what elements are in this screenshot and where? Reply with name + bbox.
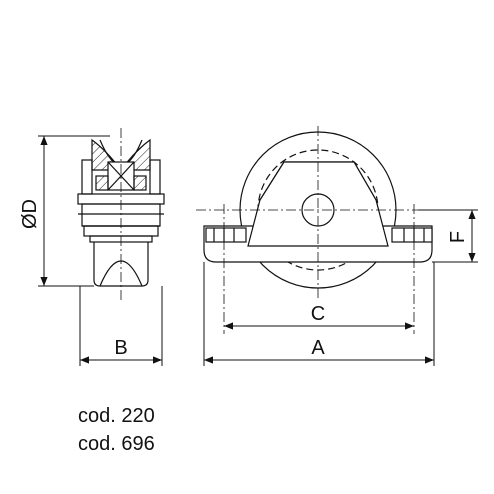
mounting-hole-left	[205, 227, 247, 243]
height-label: F	[447, 231, 469, 243]
hub-left	[95, 175, 109, 191]
overall-length-dimension	[203, 262, 435, 366]
side-plate-right	[149, 159, 161, 195]
height-dimension	[418, 209, 478, 263]
side-view	[77, 128, 165, 300]
width-label: B	[114, 337, 127, 359]
hole-spacing-label: C	[311, 303, 325, 325]
diameter-dimension	[38, 135, 110, 287]
hub-right	[133, 175, 147, 191]
diameter-label: ØD	[19, 199, 41, 229]
mounting-hole-right	[391, 227, 433, 243]
overall-length-label: A	[311, 337, 325, 359]
code-line: cod. 696	[78, 433, 155, 455]
code-line: cod. 220	[78, 405, 155, 427]
width-dimension	[79, 286, 163, 366]
product-codes: cod. 220 cod. 696	[78, 402, 155, 458]
side-plate-left	[81, 159, 93, 195]
front-view	[196, 126, 440, 334]
